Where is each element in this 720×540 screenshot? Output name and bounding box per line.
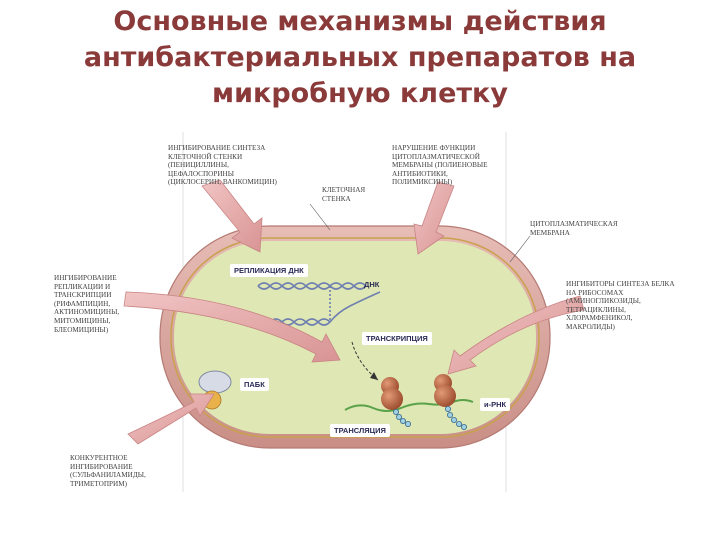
label-cytoplasmic-membrane: ЦИТОПЛАЗМАТИЧЕСКАЯ МЕМБРАНА [530, 220, 618, 237]
label-transcription: ТРАНСКРИПЦИЯ [362, 332, 432, 345]
bacterial-cell-diagram: ИНГИБИРОВАНИЕ СИНТЕЗА КЛЕТОЧНОЙ СТЕНКИ (… [40, 128, 688, 496]
ribosome-1 [381, 377, 403, 410]
ribosome-2 [434, 374, 456, 407]
membrane-pointer [509, 235, 531, 263]
label-dna-replication: РЕПЛИКАЦИЯ ДНК [230, 264, 308, 277]
cytoplasmic-membrane [170, 237, 540, 438]
polypeptide-chain-1 [392, 408, 411, 427]
label-mrna: и-РНК [480, 398, 511, 411]
mrna-strand [344, 399, 474, 412]
transcription-arrowhead [370, 372, 378, 380]
arrow-replication-inhibition [123, 291, 341, 363]
label-paba: ПАБК [240, 378, 269, 391]
arrow-membrane-function [413, 181, 455, 255]
diagram-drawing [123, 132, 585, 492]
label-cell-wall-synthesis: ИНГИБИРОВАНИЕ СИНТЕЗА КЛЕТОЧНОЙ СТЕНКИ (… [168, 144, 277, 187]
cell-wall-pointer [309, 203, 331, 231]
label-translation: ТРАНСЛЯЦИЯ [330, 424, 390, 437]
title-line-1: Основные механизмы действия [113, 6, 607, 37]
arrow-protein-synthesis [447, 295, 585, 375]
label-protein-synthesis: ИНГИБИТОРЫ СИНТЕЗА БЕЛКА НА РИБОСОМАХ (А… [566, 280, 675, 331]
polypeptide-chain-2 [444, 405, 467, 430]
label-membrane-function: НАРУШЕНИЕ ФУНКЦИИ ЦИТОПЛАЗМАТИЧЕСКОЙ МЕМ… [392, 144, 488, 187]
page-title: Основные механизмы действия антибактериа… [0, 4, 720, 112]
label-replication-inhibition: ИНГИБИРОВАНИЕ РЕПЛИКАЦИИ И ТРАНСКРИПЦИИ … [54, 274, 120, 334]
label-cell-wall: КЛЕТОЧНАЯ СТЕНКА [322, 186, 366, 203]
title-line-2: антибактериальных препаратов на [83, 42, 637, 73]
arrow-cell-wall-synthesis [201, 179, 263, 253]
label-competitive-inhibition: КОНКУРЕНТНОЕ ИНГИБИРОВАНИЕ (СУЛЬФАНИЛАМИ… [70, 454, 146, 488]
arrow-competitive-inhibition [127, 393, 215, 445]
title-line-3: микробную клетку [212, 78, 508, 109]
label-dna: ДНК [364, 280, 380, 289]
